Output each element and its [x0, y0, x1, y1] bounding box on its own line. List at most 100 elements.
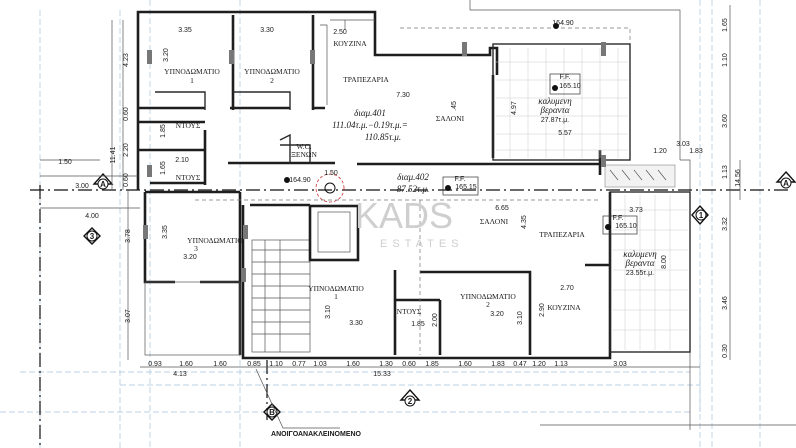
dim: 4.23 — [123, 53, 130, 67]
grid-marker-1: 1 — [691, 204, 709, 226]
dim: 4.13 — [173, 371, 187, 378]
level-marker-icons — [284, 23, 611, 230]
dim: 3.20 — [183, 254, 197, 261]
elevator-shaft — [308, 204, 360, 262]
dim: 1.03 — [313, 361, 327, 368]
apartment-title: διαμ.402 — [397, 172, 429, 182]
level-value: 165.10 — [559, 83, 581, 90]
room-label: ΞΕΝΩΝ — [291, 150, 317, 159]
dim: 5.57 — [558, 130, 572, 137]
level-value: 164.90 — [289, 177, 311, 184]
dim: 1.65 — [722, 18, 729, 32]
columns — [143, 42, 606, 282]
turning-circle — [315, 173, 345, 203]
room-label: ΝΤΟΥΣ — [176, 121, 201, 130]
dim: 4.97 — [511, 101, 518, 115]
dim: 2.20 — [123, 143, 130, 157]
room-label: βεραντα — [539, 105, 569, 115]
dim: 3.30 — [349, 320, 363, 327]
dim: 0.30 — [722, 344, 729, 358]
grid-marker-b: B — [263, 403, 281, 421]
dim: 1.13 — [722, 165, 729, 179]
stairs — [251, 239, 311, 353]
room-label: ΝΤΟΥΣ — [176, 173, 201, 182]
marker-label: 2 — [408, 397, 413, 406]
dim: 0.47 — [513, 361, 527, 368]
apartment-area: 87.52τ.μ. — [397, 184, 430, 194]
level-value: 165.10 — [615, 223, 637, 230]
level-value: 165.15 — [455, 184, 477, 191]
room-label: ΝΤΟΥΣ — [397, 307, 422, 316]
room-number: 2 — [486, 300, 490, 309]
marker-label: A — [100, 180, 106, 189]
dim: 3.32 — [722, 217, 729, 231]
area-value: 27.87τ.μ. — [541, 117, 569, 124]
dim: 1.30 — [379, 361, 393, 368]
dim: 3.30 — [260, 27, 274, 34]
dim: 7.30 — [396, 92, 410, 99]
area-value: 23.55τ.μ. — [626, 270, 654, 277]
dim: 8.00 — [661, 255, 668, 269]
apt402-veranda — [609, 191, 691, 353]
dim: 3.46 — [722, 296, 729, 310]
dim: 3.07 — [125, 309, 132, 323]
room-label: ΚΟΥΖΙΝΑ — [547, 303, 581, 312]
dim: 1.60 — [179, 361, 193, 368]
dimensions-right: 1.65 1.10 3.60 1.13 14.56 3.32 3.46 0.30 — [722, 5, 742, 360]
room-label: ΥΠΝΟΔΩΜΑΤΙΟ — [308, 284, 364, 293]
dim: 3.10 — [517, 311, 524, 325]
room-label: ΚΟΥΖΙΝΑ — [333, 39, 367, 48]
apt402-labels: 164.90 1.50 διαμ.402 87.52τ.μ. F.F. 165.… — [162, 170, 668, 328]
room-label: καλυμενη — [538, 96, 572, 106]
dim: 3.35 — [178, 27, 192, 34]
apt401-labels: 3.35 3.30 2.50 ΚΟΥΖΙΝΑ 3.20 ΥΠΝΟΔΩΜΑΤΙΟ … — [160, 20, 703, 182]
grid-marker-3: 3 — [83, 227, 101, 245]
dim: 3.03 — [613, 361, 627, 368]
dim: 3.03 — [676, 141, 690, 148]
dim: 1.13 — [554, 361, 568, 368]
apartment-title: διαμ.401 — [354, 108, 386, 118]
dim: 4.35 — [521, 215, 528, 229]
room-number: 1 — [334, 292, 338, 301]
dim: 3.20 — [163, 48, 170, 62]
dim: 1.50 — [58, 159, 72, 166]
dim: 2.00 — [432, 313, 439, 327]
dimensions-bottom: 0.93 1.60 1.60 0.85 1.10 0.77 1.03 1.60 … — [140, 361, 700, 378]
grid-marker-a-left: A — [92, 172, 114, 190]
marker-label: 1 — [699, 211, 704, 220]
dim: 3.73 — [629, 207, 643, 214]
room-number: 2 — [270, 76, 274, 85]
dim: 1.83 — [689, 148, 703, 155]
dim: 1.85 — [160, 124, 167, 138]
drain-icon — [324, 182, 336, 194]
dimensions-left: 11.41 4.23 0.60 2.20 0.60 1.50 3.00 4.00… — [40, 20, 140, 360]
level-tag: F.F. — [560, 74, 571, 81]
dim: 0.60 — [402, 361, 416, 368]
level-value: 164.90 — [552, 20, 574, 27]
marker-label: B — [269, 408, 275, 417]
room-label: ΣΑΛΟΝΙ — [480, 217, 509, 226]
apt401-veranda — [492, 43, 676, 188]
apartment-area-net: 110.85τ.μ. — [365, 132, 401, 142]
dim: 15.33 — [373, 371, 391, 378]
grid-marker-a-right: A — [775, 170, 796, 189]
dim: 2.10 — [175, 157, 189, 164]
room-label: καλυμενη — [623, 249, 657, 259]
room-label: ΥΠΝΟΔΩΜΑΤΙΟ — [460, 292, 516, 301]
watermark-sub: ESTATES — [380, 238, 464, 250]
room-label: βεραντα — [624, 258, 654, 268]
dim: 0.85 — [247, 361, 261, 368]
dim: 1.10 — [722, 53, 729, 67]
dim: .45 — [451, 101, 458, 111]
apartment-area-calc: 111.04τ.μ.−0.19τ.μ.= — [332, 120, 408, 130]
dim: 4.00 — [85, 213, 99, 220]
dim: 1.60 — [346, 361, 360, 368]
dim: 1.20 — [653, 148, 667, 155]
marker-label: A — [783, 179, 789, 188]
dim: 3.10 — [325, 305, 332, 319]
marker-label: 3 — [90, 232, 95, 241]
dim: 3.78 — [125, 229, 132, 243]
dim: 0.77 — [292, 361, 306, 368]
dim: 0.93 — [148, 361, 162, 368]
